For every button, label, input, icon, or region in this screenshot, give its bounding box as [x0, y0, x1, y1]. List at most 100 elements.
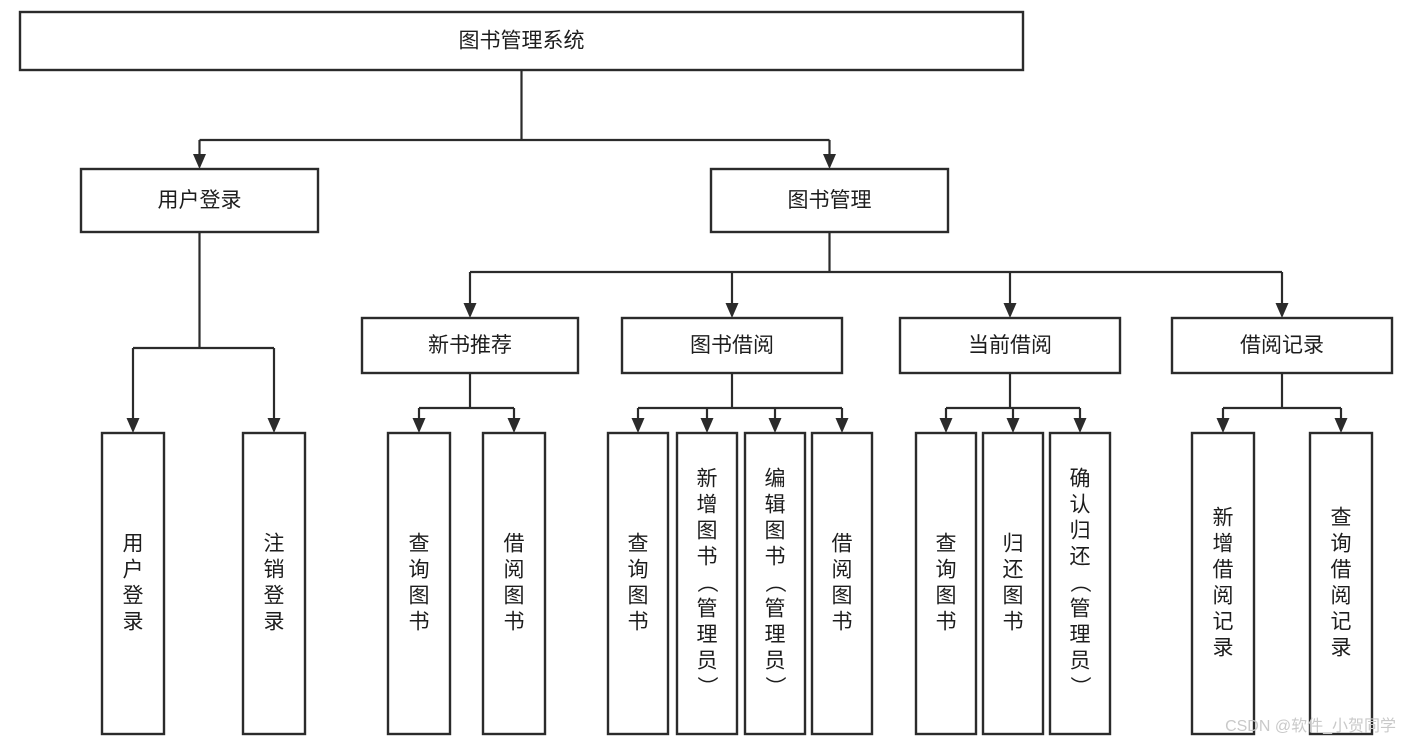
node-label-char: 图	[936, 585, 957, 608]
node-label-char: 图	[1003, 585, 1024, 608]
node-label: 用户登录	[158, 189, 242, 212]
arrow-head-icon	[463, 303, 477, 318]
arrow-head-icon	[1073, 418, 1087, 433]
node-box[interactable]	[18, 10, 1025, 72]
node-label-char: 阅	[1213, 585, 1234, 608]
node-label-char: 用	[123, 533, 144, 556]
node-level2-用户登录-0[interactable]: 用户登录	[79, 167, 320, 234]
node-label-char: 员	[697, 650, 718, 673]
node-level3-当前借阅-2[interactable]: 当前借阅	[898, 316, 1122, 375]
node-label-char: 图	[504, 585, 525, 608]
node-label-char: 询	[1331, 533, 1352, 556]
node-box[interactable]	[360, 316, 580, 375]
node-label-char: 理	[765, 624, 786, 647]
node-box[interactable]	[481, 431, 547, 736]
node-label-char: 阅	[504, 559, 525, 582]
node-label-char: 归	[1070, 520, 1091, 543]
node-label-char: 登	[123, 585, 144, 608]
node-label-char: 辑	[765, 494, 786, 517]
node-box[interactable]	[743, 431, 807, 736]
node-root-图书管理系统-0[interactable]: 图书管理系统	[18, 10, 1025, 72]
node-label-char: 录	[123, 611, 144, 634]
node-label-char: 借	[504, 533, 525, 556]
arrow-head-icon	[823, 154, 836, 169]
arrow-head-icon	[631, 418, 645, 433]
node-label-char: 阅	[1331, 585, 1352, 608]
arrow-head-icon	[1216, 418, 1230, 433]
node-box[interactable]	[1170, 316, 1394, 375]
node-label-char: 询	[409, 559, 430, 582]
node-box[interactable]	[709, 167, 950, 234]
node-label-char: 图	[628, 585, 649, 608]
node-label-char: ）	[695, 676, 718, 697]
arrow-head-icon	[1003, 303, 1017, 318]
node-label-char: 查	[936, 533, 957, 556]
node-label-char: 查	[409, 533, 430, 556]
node-leaf-用户登录-0[interactable]: 用户登录	[100, 431, 166, 736]
node-label-char: （	[763, 572, 786, 593]
node-level3-新书推荐-0[interactable]: 新书推荐	[360, 316, 580, 375]
node-label-char: ）	[763, 676, 786, 697]
node-level3-借阅记录-3[interactable]: 借阅记录	[1170, 316, 1394, 375]
node-label-char: 增	[697, 494, 718, 517]
arrow-head-icon	[507, 418, 521, 433]
arrow-head-icon	[768, 418, 782, 433]
node-label-char: 录	[1331, 637, 1352, 660]
arrow-head-icon	[126, 418, 140, 433]
node-label-char: 员	[765, 650, 786, 673]
node-box[interactable]	[1190, 431, 1256, 736]
node-label: 当前借阅	[968, 334, 1052, 357]
node-box[interactable]	[386, 431, 452, 736]
node-label-char: （	[1068, 572, 1091, 593]
node-label-char: 阅	[832, 559, 853, 582]
node-box[interactable]	[675, 431, 739, 736]
arrow-head-icon	[412, 418, 426, 433]
node-label-char: 编	[765, 468, 786, 491]
node-label-char: 询	[628, 559, 649, 582]
node-box[interactable]	[914, 431, 978, 736]
node-label-char: 认	[1070, 494, 1091, 517]
node-box[interactable]	[898, 316, 1122, 375]
node-label-char: 图	[409, 585, 430, 608]
node-label-char: 书	[504, 611, 525, 634]
node-label-char: 借	[1331, 559, 1352, 582]
node-box[interactable]	[810, 431, 874, 736]
node-label: 借阅记录	[1240, 334, 1324, 357]
node-label-char: 图	[832, 585, 853, 608]
node-box[interactable]	[241, 431, 307, 736]
arrow-head-icon	[725, 303, 739, 318]
node-box[interactable]	[79, 167, 320, 234]
csdn-watermark: CSDN @软件_小贺同学	[1225, 717, 1396, 735]
node-box[interactable]	[1308, 431, 1374, 736]
node-label-char: 销	[264, 559, 285, 582]
node-level2-图书管理-1[interactable]: 图书管理	[709, 167, 950, 234]
node-label-char: 书	[1003, 611, 1024, 634]
node-label-char: 管	[697, 598, 718, 621]
arrow-head-icon	[267, 418, 281, 433]
node-label-char: 管	[1070, 598, 1091, 621]
node-box[interactable]	[606, 431, 670, 736]
node-label-char: 还	[1070, 546, 1091, 569]
node-level3-图书借阅-1[interactable]: 图书借阅	[620, 316, 844, 375]
node-box[interactable]	[1048, 431, 1112, 736]
node-label-char: 还	[1003, 559, 1024, 582]
arrow-head-icon	[1275, 303, 1289, 318]
node-box[interactable]	[981, 431, 1045, 736]
node-box[interactable]	[620, 316, 844, 375]
node-label-char: 归	[1003, 533, 1024, 556]
node-box[interactable]	[100, 431, 166, 736]
node-label-char: 确	[1070, 468, 1091, 491]
node-label-char: 询	[936, 559, 957, 582]
